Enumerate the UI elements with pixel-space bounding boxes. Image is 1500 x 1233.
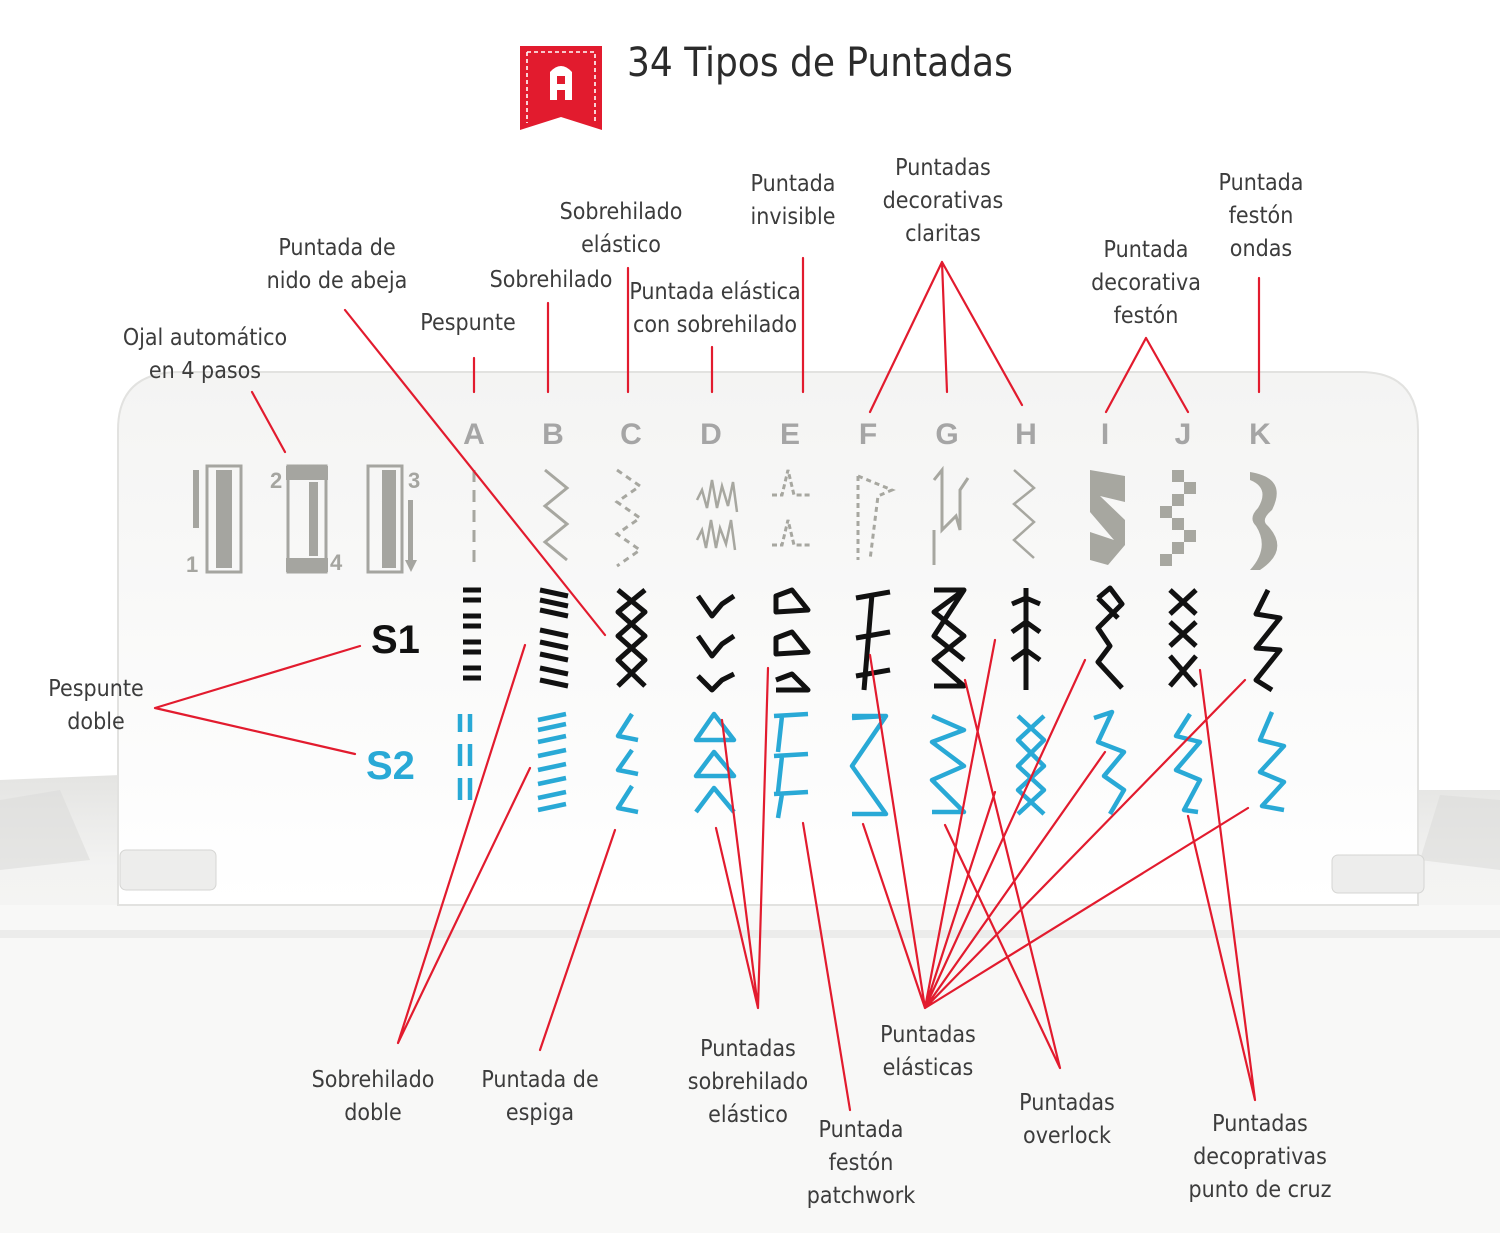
decorative-stitch-patterns [1090,470,1278,570]
column-letter-a: A [463,418,485,451]
column-letter-e: E [779,418,801,451]
label-line: Puntada [1103,237,1189,263]
buttonhole-step-2: 2 [270,468,282,493]
label-line: Sobrehilado [559,199,683,225]
label-line: Puntada de [481,1067,599,1093]
label-puntada-elastica-sobrehilado: Puntada elástica con sobrehilado [629,276,800,342]
column-letter-k: K [1249,418,1271,451]
s2-stitch-patterns [457,709,1287,819]
label-line: festón [1113,303,1179,329]
label-line: Ojal automático [122,325,288,351]
column-letter-i: I [1100,418,1110,451]
label-line: Puntada [1218,170,1304,196]
label-line: ondas [1229,236,1293,262]
label-line: Pespunte [48,676,144,702]
stitch-letter-a-badge-icon [520,46,602,130]
label-line: elásticas [882,1055,974,1081]
label-line: Pespunte [420,310,516,336]
label-sobrehilado-elastico-plural: Puntadas sobrehilado elástico [688,1033,808,1132]
machine-body [0,775,1500,1233]
label-nido-de-abeja: Puntada de nido de abeja [267,232,408,298]
label-line: doble [344,1100,402,1126]
column-letter-d: D [700,418,722,451]
buttonhole-step-4: 4 [330,550,343,575]
label-line: festón [828,1150,894,1176]
label-line: decoprativas [1193,1144,1327,1170]
label-line: Puntadas [1019,1090,1115,1116]
s2-row-label: S2 [366,744,415,788]
label-line: Puntada de [278,235,396,261]
label-decorativas-claritas: Puntadas decorativas claritas [883,152,1004,251]
buttonhole-step-3: 3 [408,468,420,493]
label-pespunte: Pespunte [420,307,515,340]
label-line: Sobrehilado [489,267,613,293]
label-line: punto de cruz [1188,1177,1332,1203]
label-espiga: Puntada de espiga [481,1064,598,1130]
label-line: Sobrehilado [311,1067,435,1093]
column-letter-j: J [1174,418,1192,451]
label-sobrehilado-elastico: Sobrehilado elástico [560,196,683,262]
label-line: Puntada [818,1117,904,1143]
label-line: Puntadas [700,1036,796,1062]
stitch-panel [117,371,1425,906]
label-sobrehilado-doble: Sobrehilado doble [312,1064,435,1130]
label-decorativa-feston: Puntada decorativa festón [1091,234,1201,333]
label-line: doble [67,709,125,735]
column-letter-b: B [542,418,564,451]
column-letter-h: H [1015,418,1037,451]
label-sobrehilado: Sobrehilado [490,264,613,297]
label-feston-patchwork: Puntada festón patchwork [807,1114,916,1213]
label-line: decorativas [882,188,1004,214]
label-line: claritas [905,221,981,247]
label-pespunte-doble: Pespunte doble [48,673,143,739]
s1-stitch-patterns [463,585,1283,693]
label-line: en 4 pasos [148,358,262,384]
page-title: 34 Tipos de Puntadas [627,40,1013,86]
buttonhole-step-1: 1 [186,552,198,577]
label-line: Puntada [750,171,836,197]
label-ojal-automatico: Ojal automático en 4 pasos [123,322,287,388]
label-line: overlock [1023,1123,1111,1149]
s1-row-label: S1 [371,618,420,662]
label-line: Puntada elástica [629,279,801,305]
label-line: decorativa [1091,270,1201,296]
column-letter-g: G [935,418,959,451]
label-line: elástico [581,232,661,258]
label-punto-cruz: Puntadas decoprativas punto de cruz [1188,1108,1331,1207]
buttonhole-icons [193,464,417,574]
label-line: espiga [505,1100,575,1126]
label-line: con sobrehilado [632,312,798,338]
label-puntada-invisible: Puntada invisible [750,168,835,234]
label-line: invisible [750,204,836,230]
label-line: sobrehilado [687,1069,809,1095]
label-line: nido de abeja [266,268,408,294]
label-line: festón [1228,203,1294,229]
callout-lines [153,256,1261,1112]
label-elasticas: Puntadas elásticas [880,1019,976,1085]
label-overlock: Puntadas overlock [1019,1087,1115,1153]
label-line: Puntadas [1212,1111,1308,1137]
basic-stitch-patterns [472,465,1036,568]
column-letter-c: C [620,418,642,451]
label-line: Puntadas [880,1022,976,1048]
label-line: patchwork [806,1183,916,1209]
label-line: Puntadas [895,155,991,181]
label-feston-ondas: Puntada festón ondas [1219,167,1304,266]
column-letter-f: F [858,418,878,451]
label-line: elástico [708,1102,788,1128]
